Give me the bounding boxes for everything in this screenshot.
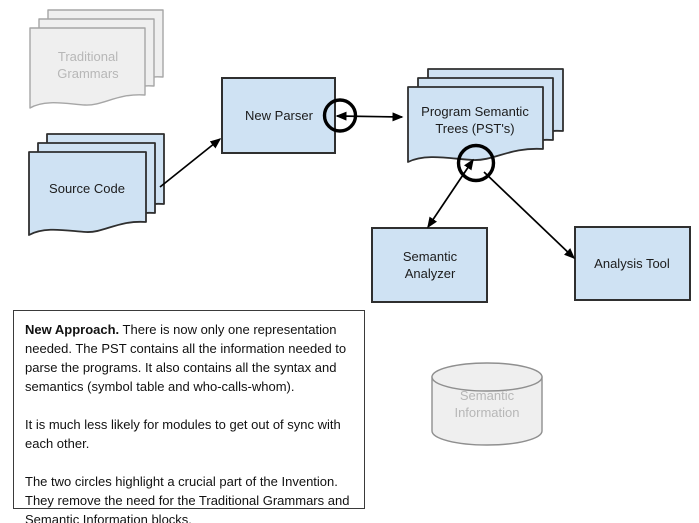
pst-document-stack[interactable]: [407, 68, 564, 163]
note-paragraph-1-text: There is now only one representation nee…: [25, 322, 347, 394]
arrow-pst-to-analysis-tool: [483, 171, 576, 260]
traditional-grammars-document-stack[interactable]: [29, 9, 164, 109]
pst-label: Program Semantic Trees (PST's): [421, 104, 529, 136]
note-paragraph-2: It is much less likely for modules to ge…: [25, 417, 341, 451]
highlight-circle-pst-bottom: [456, 143, 496, 183]
semantic-analyzer-box[interactable]: [371, 227, 488, 303]
new-parser-label: New Parser: [245, 108, 313, 123]
traditional-grammars-label: Traditional Grammars: [57, 49, 119, 81]
new-parser-box[interactable]: [221, 77, 336, 154]
semantic-analyzer-label: Semantic Analyzer: [402, 249, 458, 281]
note-lead: New Approach.: [25, 322, 120, 337]
semantic-information-label: Semantic Information: [454, 388, 520, 420]
arrow-source-code-to-new-parser: [159, 138, 222, 188]
source-code-label: Source Code: [49, 180, 125, 196]
note-paragraph-1: New Approach. There is now only one repr…: [25, 320, 352, 396]
note-paragraph-3: The two circles highlight a crucial part…: [25, 474, 350, 523]
source-code-document-stack[interactable]: [28, 133, 165, 236]
highlight-circle-parser-pst: [322, 98, 358, 133]
edge-arrows: [159, 111, 576, 260]
arrow-new-parser-to-pst: [335, 111, 404, 122]
new-approach-note: New Approach. There is now only one repr…: [13, 310, 365, 523]
analysis-tool-box[interactable]: [574, 226, 691, 301]
analysis-tool-label: Analysis Tool: [594, 256, 670, 271]
arrow-pst-to-semantic-analyzer: [427, 158, 474, 229]
semantic-information-cylinder[interactable]: [431, 362, 543, 446]
